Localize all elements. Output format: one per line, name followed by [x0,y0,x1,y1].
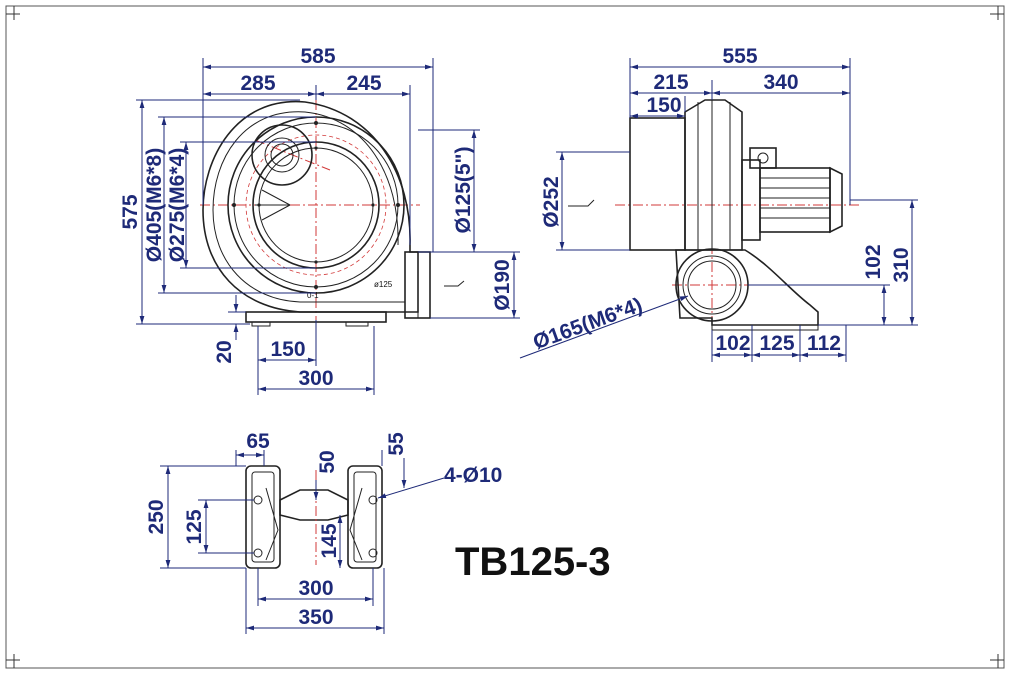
dim-hole-spacing: 125 [183,509,206,544]
dim-front-total-height: 575 [119,194,142,229]
dim-side-total-width: 555 [722,45,757,68]
base-view [245,465,383,569]
dim-side-right-width: 340 [763,71,798,94]
dim-side-total-height: 310 [890,247,913,282]
dim-outlet-flange: Ø190 [491,259,514,310]
dim-mount-holes: 4-Ø10 [444,464,502,487]
front-view-dimensions: 585 285 245 575 Ø405(M6*8) Ø275(M6*4) Ø1… [119,45,520,395]
dim-inner-depth: 145 [318,523,341,558]
dim-bolt-circle-inner: Ø275(M6*4) [166,148,189,262]
dim-front-left-width: 285 [240,72,275,95]
dim-outlet-flange-side: Ø165(M6*4) [530,294,645,355]
base-view-dimensions: 65 50 55 4-Ø10 250 125 145 300 350 [145,430,502,634]
dim-base-total-width: 350 [298,606,333,629]
dim-front-total-width: 585 [300,45,335,68]
model-title: TB125-3 [455,540,611,584]
dim-base-width: 300 [298,367,333,390]
dim-slot-width: 55 [385,432,408,456]
dim-outlet-height: 102 [862,244,885,279]
dim-center-gap: 50 [316,450,339,473]
dim-front-right-width: 245 [346,72,381,95]
dim-bolt-circle-outer: Ø405(M6*8) [143,148,166,262]
outlet-size-label: ø125 [374,280,393,289]
dim-inlet-length: 150 [646,94,681,117]
side-view-dimensions: 555 215 340 150 Ø252 Ø165(M6*4) 102 310 … [519,45,918,362]
dim-foot-width: 65 [246,430,270,453]
dim-hole-pitch: 300 [298,577,333,600]
front-view: ø125 0-1 [200,100,465,327]
dim-side-left-width: 215 [653,71,688,94]
dim-inlet-diameter: Ø252 [540,176,563,227]
dim-outlet-diameter: Ø125(5") [452,147,475,234]
dim-side-base-a: 102 [715,332,750,355]
inlet-size-label: 0-1 [307,291,319,300]
dim-base-total-depth: 250 [145,499,168,534]
drawing-frame [5,5,1005,669]
dim-side-base-c: 112 [807,332,841,355]
dim-side-base-b: 125 [759,332,794,355]
side-view [568,99,860,331]
dim-base-offset: 150 [270,338,305,361]
dim-base-height: 20 [213,340,236,363]
